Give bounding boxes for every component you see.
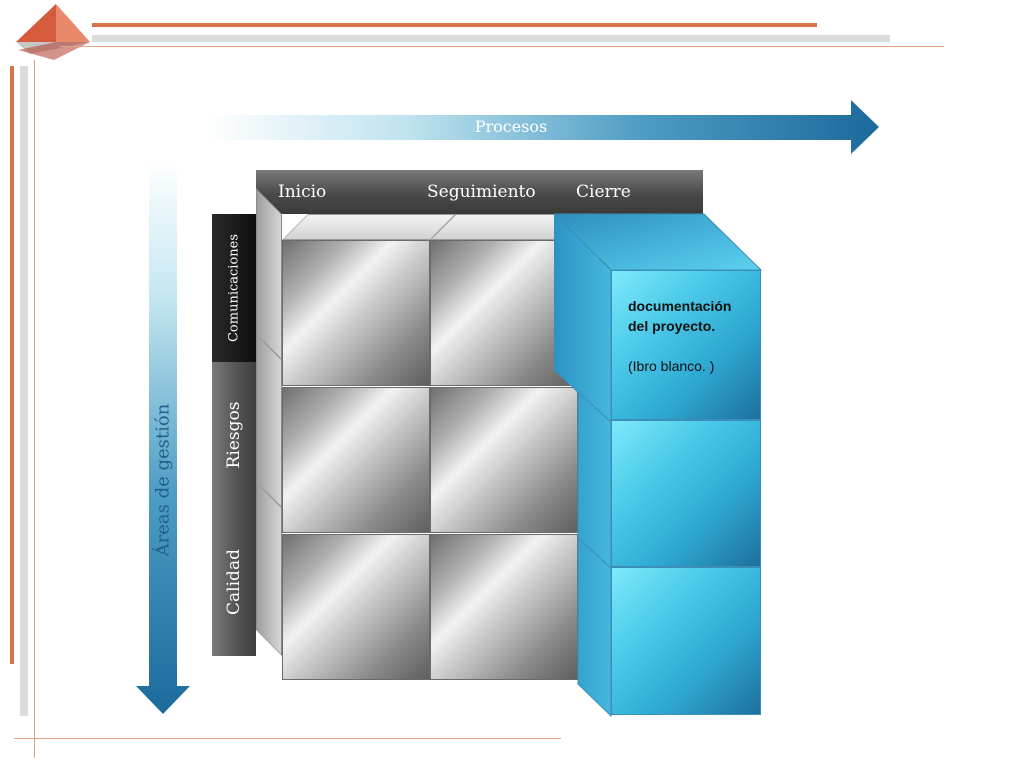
row-label: Comunicaciones [226,233,242,343]
column-label: Cierre [576,182,631,202]
cell-comunicaciones-seguimiento [430,240,578,386]
cell-calidad-cierre [611,567,761,715]
column-label: Inicio [278,182,327,202]
cube-side-face [256,482,282,656]
cell-riesgos-inicio [282,387,430,533]
processes-label: Procesos [474,117,548,136]
cell-riesgos-seguimiento [430,387,578,533]
cell-comunicaciones-inicio [282,240,430,386]
cierre-column-3d [554,213,763,718]
left-line-orange [10,66,14,664]
footer-line [14,738,561,739]
cell-comunicaciones-cierre [611,270,761,420]
row-label: Calidad [224,549,244,615]
left-line-thin [34,60,35,758]
cell-riesgos-cierre [611,420,761,567]
row-header-calidad: Calidad [212,508,256,656]
areas-label: Áreas de gestión [152,403,174,557]
header-line-thin [60,46,944,47]
corner-logo [16,4,90,60]
column-header-seguimiento: Seguimiento [405,170,555,214]
row-header-comunicaciones: Comunicaciones [212,214,256,362]
cube-side-face [256,188,282,360]
header-line-orange [92,23,817,27]
areas-arrow [136,160,190,714]
left-line-gray [20,66,28,716]
note-line-1: documentación [628,298,732,314]
processes-arrow [205,100,879,154]
note-line-2: del proyecto. [628,318,716,334]
cell-calidad-inicio [282,534,430,680]
row-header-riesgos: Riesgos [212,362,256,508]
column-header-cierre: Cierre [554,170,703,214]
column-header-inicio: Inicio [256,170,406,214]
note-line-3: (Ibro blanco. ) [628,358,715,374]
areas-label-wrap: Áreas de gestión [140,330,186,630]
column-label: Seguimiento [427,182,536,202]
cube-side-face [256,334,282,508]
highlight-note: documentación del proyecto. (Ibro blanco… [628,296,758,376]
cube-top-face [282,214,456,240]
row-label: Riesgos [224,401,244,469]
header-line-gray [92,35,890,42]
